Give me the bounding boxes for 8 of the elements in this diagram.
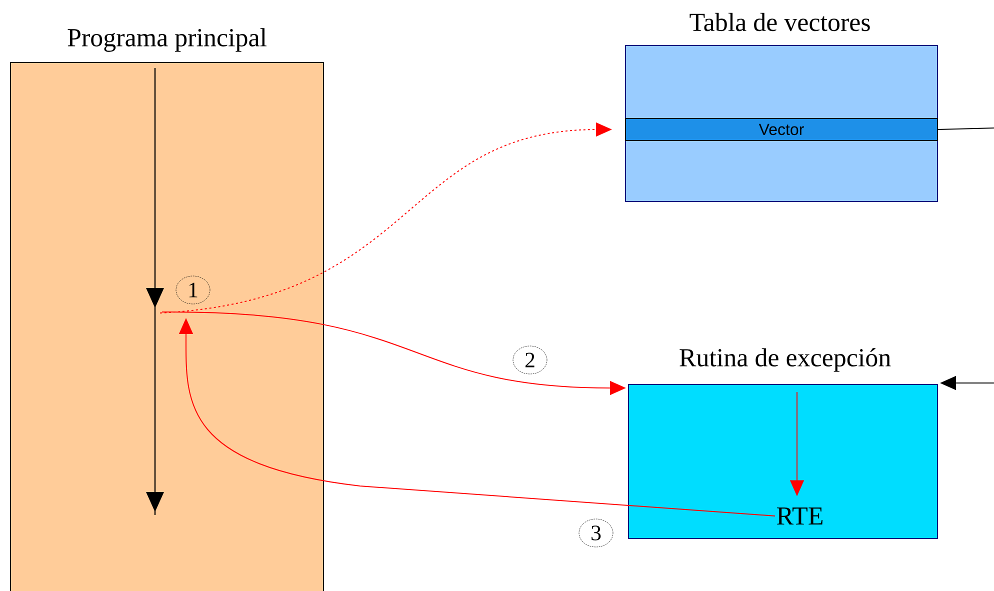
step-number: 3 <box>578 518 614 548</box>
block-title: Programa principal <box>68 28 266 52</box>
block-title: Rutina de excepción <box>680 348 891 372</box>
block-title: Tabla de vectores <box>690 12 870 32</box>
instruction-text: RTE <box>776 507 822 524</box>
vector-entry: Vector <box>625 118 938 141</box>
step-number: 1 <box>176 276 210 304</box>
step-number: 2 <box>512 346 548 374</box>
